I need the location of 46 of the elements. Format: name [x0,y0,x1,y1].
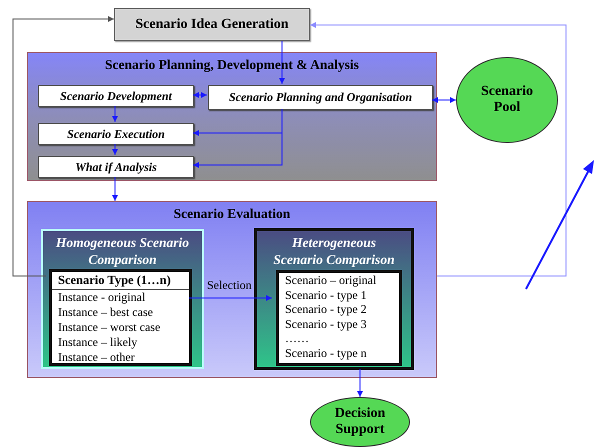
list-box [49,269,192,366]
node-label: Scenario Development [60,88,172,104]
list-item: Scenario – original [285,273,378,288]
node-label: What if Analysis [75,160,157,174]
arrow [279,40,285,84]
node-label: Heterogeneous Scenario Comparison [272,234,396,268]
node-label: Scenario Pool [480,84,534,116]
process-box [38,156,194,178]
arrow [112,106,118,122]
node-label: Decision Support [334,406,386,438]
arrow [12,16,114,276]
arrow [112,144,118,156]
list-item: Instance – worst case [58,320,162,335]
process-box [208,85,433,110]
comparison-panel [254,228,414,370]
list-item: Instance – best case [58,305,154,320]
list-item: Instance – likely [58,335,138,350]
group-panel [27,201,437,378]
arrow [310,22,566,276]
list-item: Instance – other [58,350,136,365]
arrow [192,108,282,168]
arrow [188,295,272,301]
arrow [357,368,363,398]
node-label: Scenario Idea Generation [135,16,289,32]
node-label: Scenario Planning, Development & Analysis [105,57,359,73]
list-item: Scenario - type 2 [285,302,368,316]
node-label: Scenario Planning and Organisation [228,90,412,105]
node-label: Scenario Evaluation [174,206,290,222]
list-item: Scenario - type n [285,346,368,360]
list-item: …… [285,331,310,346]
list-item: Instance - original [58,290,146,305]
group-panel [27,52,437,181]
arrow [192,92,208,98]
arrow [112,176,118,202]
list-box [276,270,402,366]
process-box [38,85,194,107]
node-label: Scenario Execution [67,126,165,142]
list-item: Scenario - type 1 [285,288,368,302]
arrow [432,97,456,103]
list-item: Scenario - type 3 [285,316,368,331]
process-box [38,123,194,145]
list-heading: Scenario Type (1…n) [52,272,189,290]
node-label: Homogeneous Scenario Comparison [54,234,190,268]
process-box [114,8,310,41]
comparison-panel [41,229,204,369]
edge-label: Selection [207,278,252,293]
